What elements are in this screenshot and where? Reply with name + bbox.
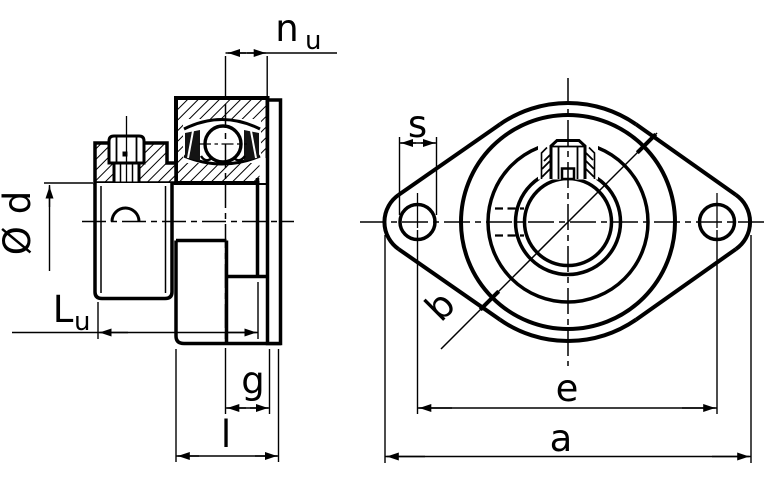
boss-outline xyxy=(540,146,596,179)
section-line-thick-end-upper xyxy=(635,132,658,155)
dim-label-a: a xyxy=(550,417,573,460)
dimension-labels: n u Ø d L u g l s b e a xyxy=(0,7,578,460)
ring-gap xyxy=(259,158,267,183)
diagonal-section-line xyxy=(440,132,658,350)
front-view-dimensions xyxy=(384,137,752,463)
outer-raceway-arc xyxy=(183,118,261,131)
dim-label-s: s xyxy=(408,103,427,146)
dim-label-g: g xyxy=(241,359,265,402)
dim-label-Lu-main: L xyxy=(53,288,74,331)
section-line-thick-end-lower xyxy=(478,289,501,312)
boss-hatch xyxy=(541,152,595,178)
dim-label-bore-diameter: Ø d xyxy=(0,191,39,255)
dim-label-nu-main: n xyxy=(275,7,298,50)
housing-lower-profile xyxy=(174,238,281,346)
left-seal-highlight xyxy=(187,130,194,159)
dim-label-nu-sub: u xyxy=(305,26,321,56)
right-seal-highlight xyxy=(250,130,257,159)
flange-tangent-upper-left xyxy=(397,122,502,197)
dim-label-l: l xyxy=(221,413,231,456)
side-section-view xyxy=(82,96,294,346)
side-view-dimensions xyxy=(12,49,337,462)
screw-socket-dot xyxy=(122,151,128,157)
flange-tangent-lower-right xyxy=(634,247,738,322)
dim-label-e: e xyxy=(556,367,579,410)
flange-tangent-upper-right xyxy=(634,122,738,197)
front-view xyxy=(360,78,768,366)
collar-cylinder xyxy=(93,183,174,301)
dim-label-Lu-sub: u xyxy=(74,307,90,337)
eccentric-recess-arc xyxy=(110,206,141,222)
